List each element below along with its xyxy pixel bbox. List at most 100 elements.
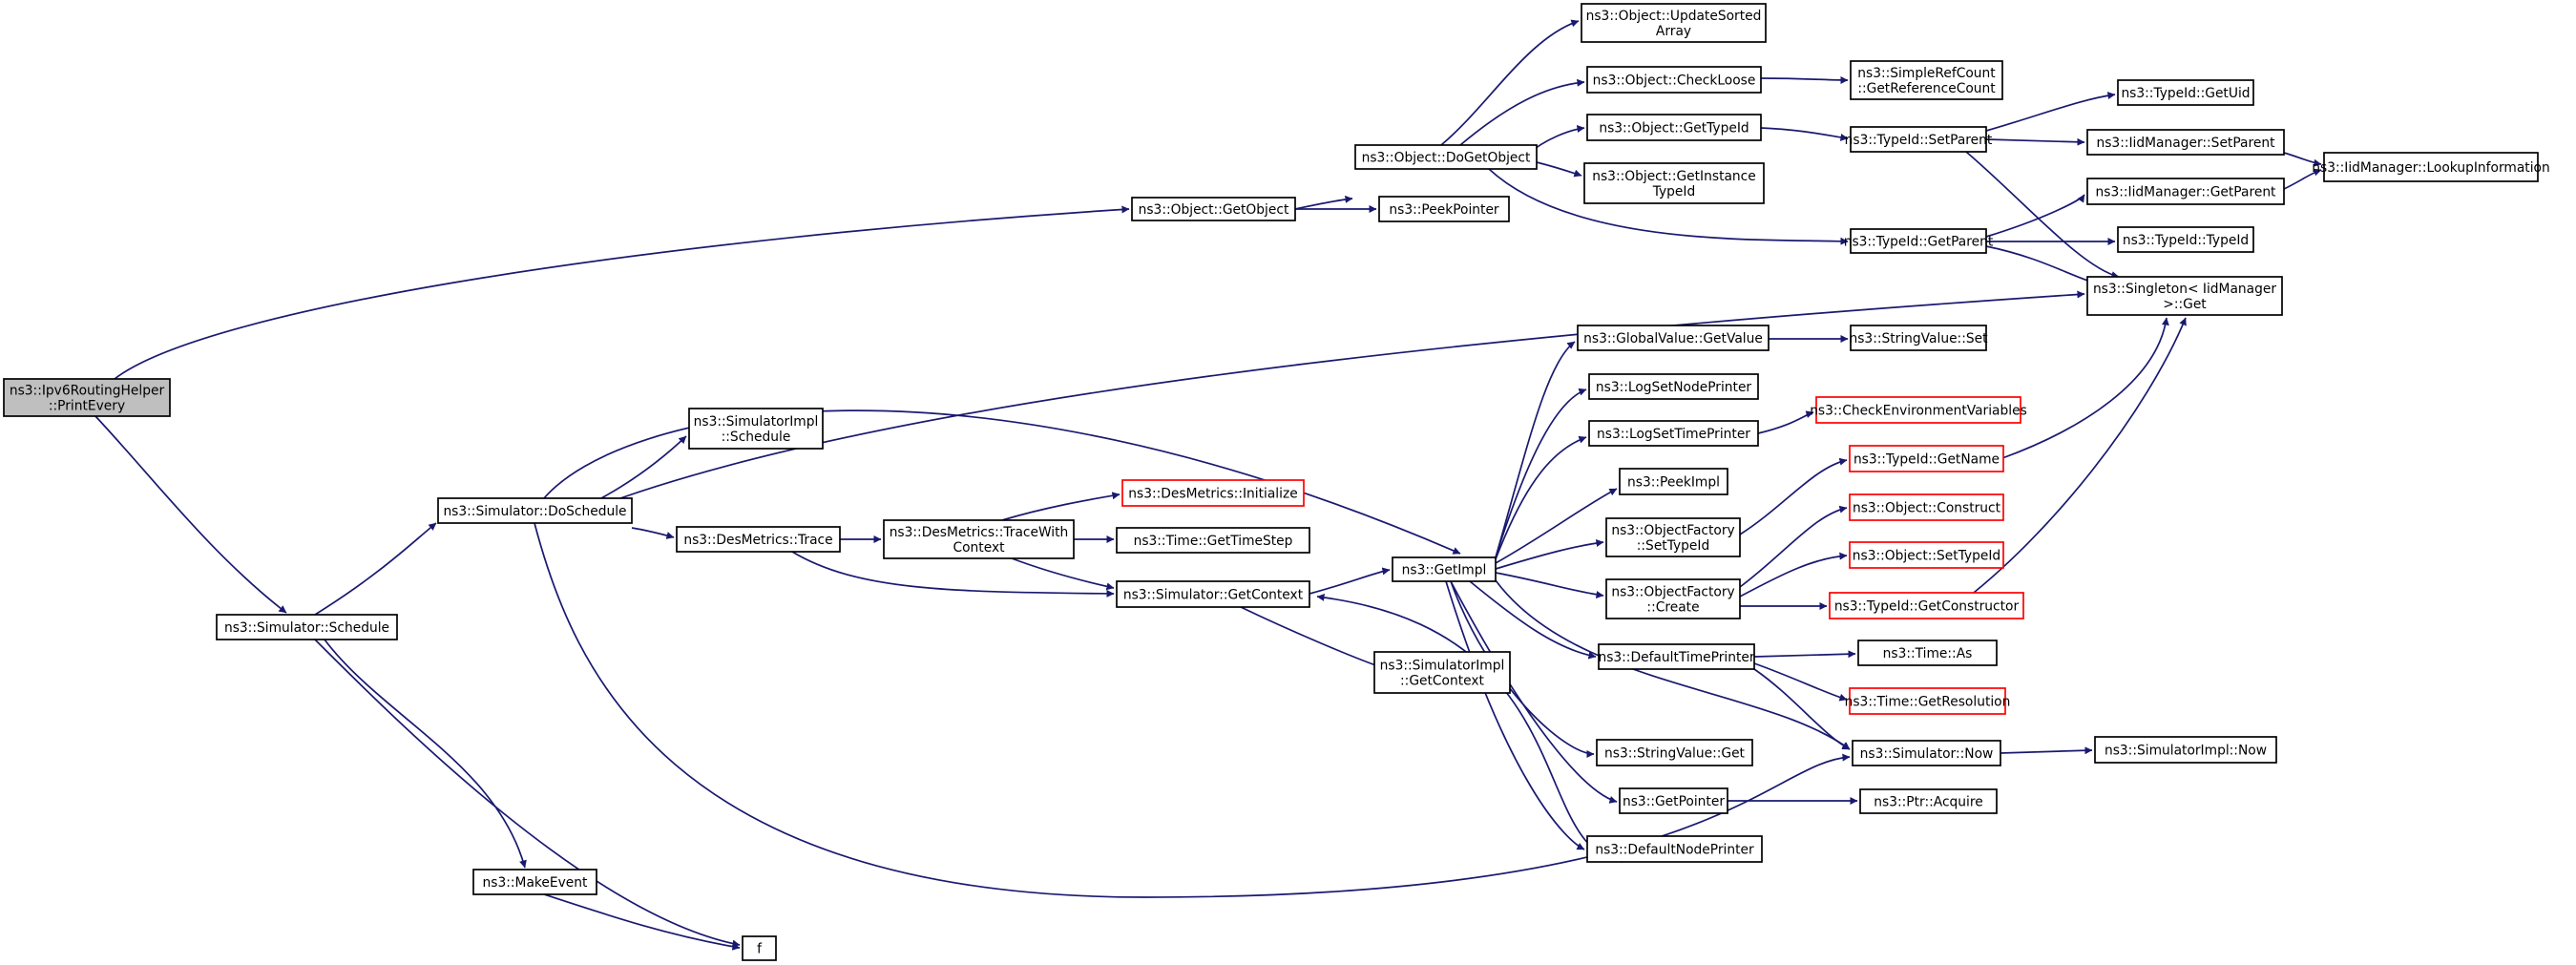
node-singleton[interactable]: ns3::Singleton< IidManager >::Get (2086, 276, 2283, 316)
node-box[interactable] (1586, 114, 1762, 141)
node-stringvalueget[interactable]: ns3::StringValue::Get (1596, 739, 1753, 766)
node-getconstructor[interactable]: ns3::TypeId::GetConstructor (1829, 592, 2024, 619)
node-box[interactable] (1815, 396, 2021, 424)
node-box[interactable] (3, 378, 171, 417)
node-box[interactable] (1852, 740, 2001, 766)
node-box[interactable] (437, 497, 633, 524)
node-peekimpl[interactable]: ns3::PeekImpl (1619, 468, 1728, 495)
node-iidgetparent[interactable]: ns3::IidManager::GetParent (2086, 178, 2285, 205)
node-box[interactable] (1849, 687, 2006, 715)
node-box[interactable] (676, 526, 841, 553)
node-gettimestep[interactable]: ns3::Time::GetTimeStep (1116, 527, 1310, 554)
node-box[interactable] (1849, 445, 2004, 472)
node-ptracquire[interactable]: ns3::Ptr::Acquire (1859, 788, 1998, 814)
node-box[interactable] (742, 935, 777, 961)
node-box[interactable] (1850, 325, 1987, 351)
node-stringvalueset[interactable]: ns3::StringValue::Set (1849, 325, 1988, 351)
node-box[interactable] (1596, 739, 1753, 766)
node-box[interactable] (1850, 60, 2003, 100)
node-iidsetparent[interactable]: ns3::IidManager::SetParent (2086, 129, 2285, 156)
node-box[interactable] (1581, 3, 1767, 43)
node-box[interactable] (1116, 580, 1310, 608)
node-dogetobject[interactable]: ns3::Object::DoGetObject (1354, 144, 1538, 170)
node-box[interactable] (1121, 479, 1305, 507)
node-box[interactable] (1598, 643, 1755, 670)
node-box[interactable] (1354, 144, 1538, 170)
node-box[interactable] (2086, 276, 2283, 316)
node-ofsettypeid[interactable]: ns3::ObjectFactory::SetTypeId (1605, 517, 1741, 557)
node-box[interactable] (216, 614, 398, 640)
node-box[interactable] (2117, 79, 2254, 106)
node-iidlookup[interactable]: ns3::IidManager::LookupInformation (2312, 152, 2550, 182)
node-desmetricstrace[interactable]: ns3::DesMetrics::Trace (676, 526, 841, 553)
node-typeidgetparent[interactable]: ns3::TypeId::GetParent (1844, 228, 1994, 254)
node-simimplschedule[interactable]: ns3::SimulatorImpl::Schedule (688, 408, 824, 450)
node-logtimeprinter[interactable]: ns3::LogSetTimePrinter (1588, 420, 1759, 447)
node-typeidgetuid[interactable]: ns3::TypeId::GetUid (2117, 79, 2254, 106)
node-box[interactable] (1392, 556, 1497, 582)
node-box[interactable] (688, 408, 824, 450)
node-typeidtypeid[interactable]: ns3::TypeId::TypeId (2117, 226, 2254, 253)
node-getresolution[interactable]: ns3::Time::GetResolution (1845, 687, 2011, 715)
node-box[interactable] (1619, 787, 1728, 814)
node-timeas[interactable]: ns3::Time::As (1857, 640, 1998, 666)
node-ofcreate[interactable]: ns3::ObjectFactory::Create (1605, 578, 1741, 619)
node-schedule[interactable]: ns3::Simulator::Schedule (216, 614, 398, 640)
node-box[interactable] (1586, 66, 1762, 94)
node-box[interactable] (1586, 835, 1763, 863)
node-getpointer[interactable]: ns3::GetPointer (1619, 787, 1728, 814)
node-gettypeid[interactable]: ns3::Object::GetTypeId (1586, 114, 1762, 141)
node-box[interactable] (1583, 162, 1765, 204)
node-simimplgetcontext[interactable]: ns3::SimulatorImpl::GetContext (1373, 651, 1511, 694)
node-doschedule[interactable]: ns3::Simulator::DoSchedule (437, 497, 633, 524)
node-peekpointer[interactable]: ns3::PeekPointer (1378, 196, 1510, 222)
node-box[interactable] (1378, 196, 1510, 222)
node-box[interactable] (1857, 640, 1998, 666)
node-defaultnodeprinter[interactable]: ns3::DefaultNodePrinter (1586, 835, 1763, 863)
node-objectsettypeid[interactable]: ns3::Object::SetTypeId (1849, 541, 2004, 569)
node-box[interactable] (2086, 178, 2285, 205)
node-f[interactable]: f (742, 935, 777, 961)
node-box[interactable] (1588, 373, 1759, 400)
node-typeidsetparent[interactable]: ns3::TypeId::SetParent (1845, 126, 1993, 153)
node-simplerefcount[interactable]: ns3::SimpleRefCount::GetReferenceCount (1850, 60, 2003, 100)
node-lognodeprinter[interactable]: ns3::LogSetNodePrinter (1588, 373, 1759, 400)
node-defaulttimeprinter[interactable]: ns3::DefaultTimePrinter (1598, 643, 1755, 670)
node-box[interactable] (2323, 152, 2539, 182)
node-box[interactable] (1829, 592, 2024, 619)
node-box[interactable] (1605, 578, 1741, 619)
node-box[interactable] (1849, 493, 2004, 521)
node-makeevent[interactable]: ns3::MakeEvent (472, 869, 597, 895)
node-box[interactable] (2086, 129, 2285, 156)
node-simimplnow[interactable]: ns3::SimulatorImpl::Now (2094, 736, 2277, 764)
node-box[interactable] (1116, 527, 1310, 554)
node-root[interactable]: ns3::Ipv6RoutingHelper::PrintEvery (3, 378, 171, 417)
node-simnow[interactable]: ns3::Simulator::Now (1852, 740, 2001, 766)
node-box[interactable] (1850, 228, 1987, 254)
node-box[interactable] (1849, 541, 2004, 569)
node-getimpl[interactable]: ns3::GetImpl (1392, 556, 1497, 582)
node-box[interactable] (1373, 651, 1511, 694)
node-box[interactable] (1588, 420, 1759, 447)
node-getcontext[interactable]: ns3::Simulator::GetContext (1116, 580, 1310, 608)
node-box[interactable] (2117, 226, 2254, 253)
node-objectconstruct[interactable]: ns3::Object::Construct (1849, 493, 2004, 521)
node-box[interactable] (1850, 126, 1987, 153)
node-desinit[interactable]: ns3::DesMetrics::Initialize (1121, 479, 1305, 507)
node-box[interactable] (1577, 325, 1770, 351)
node-checkloose[interactable]: ns3::Object::CheckLoose (1586, 66, 1762, 94)
node-box[interactable] (883, 519, 1075, 559)
node-box[interactable] (1619, 468, 1728, 495)
node-box[interactable] (1131, 197, 1296, 221)
node-getobject[interactable]: ns3::Object::GetObject (1131, 197, 1296, 221)
node-box[interactable] (472, 869, 597, 895)
node-box[interactable] (1859, 788, 1998, 814)
node-box[interactable] (1605, 517, 1741, 557)
node-globalvalue[interactable]: ns3::GlobalValue::GetValue (1577, 325, 1770, 351)
node-checkenv[interactable]: ns3::CheckEnvironmentVariables (1810, 396, 2027, 424)
node-typeidgetname[interactable]: ns3::TypeId::GetName (1849, 445, 2004, 472)
node-box[interactable] (2094, 736, 2277, 764)
